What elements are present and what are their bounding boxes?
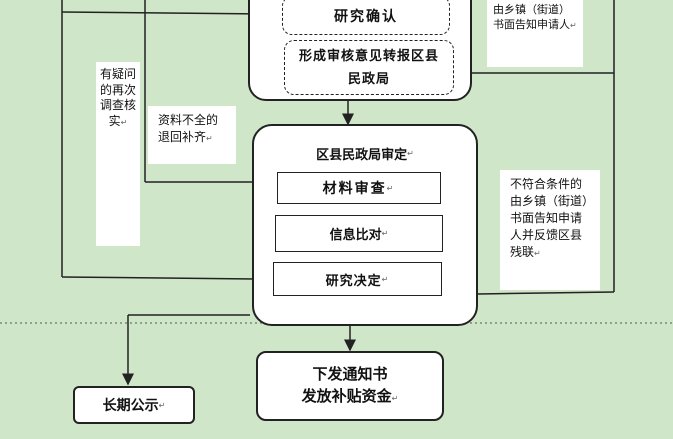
note-incomplete-text: 资料不全的退回补齐 — [158, 113, 219, 144]
note-noncompliant: 不符合条件的由乡镇（街道）书面告知申请人并反馈区县残联↵ — [500, 170, 600, 290]
step-info-compare-label: 信息比对 — [329, 228, 382, 243]
note-incomplete: 资料不全的退回补齐↵ — [148, 106, 236, 164]
issue-notice-box: 下发通知书 发放补贴资金↵ — [256, 351, 444, 421]
step-material-review: 材料审查↵ — [277, 172, 441, 204]
form-opinion-box: 形成审核意见转报区县民政局 — [284, 40, 454, 95]
step-info-compare: 信息比对↵ — [275, 215, 443, 252]
district-review-title-text: 区县民政局审定 — [316, 147, 408, 163]
note-recheck-text: 有疑问的再次调查核实 — [100, 67, 137, 128]
long-term-publicity-box: 长期公示↵ — [73, 386, 195, 424]
step-research-decision-label: 研究决定 — [325, 273, 382, 289]
note-noncompliant-text: 不符合条件的由乡镇（街道）书面告知申请人并反馈区县残联 — [510, 177, 589, 259]
note-top-right: 由乡镇（街道）书面告知申请人↵ — [487, 0, 583, 67]
issue-notice-line1: 下发通知书 — [312, 364, 388, 383]
form-opinion-label: 形成审核意见转报区县民政局 — [298, 48, 439, 87]
long-term-publicity-label: 长期公示 — [102, 398, 159, 414]
district-review-title: 区县民政局审定↵ — [262, 142, 468, 164]
step-material-review-label: 材料审查 — [322, 181, 387, 197]
research-confirm-box: 研究确认 — [282, 0, 450, 35]
note-top-right-text: 由乡镇（街道）书面告知申请人 — [493, 3, 570, 31]
research-confirm-label: 研究确认 — [334, 8, 398, 25]
note-recheck: 有疑问的再次调查核实↵ — [96, 62, 140, 246]
step-research-decision: 研究决定↵ — [273, 262, 442, 296]
issue-notice-line2: 发放补贴资金 — [301, 386, 392, 405]
